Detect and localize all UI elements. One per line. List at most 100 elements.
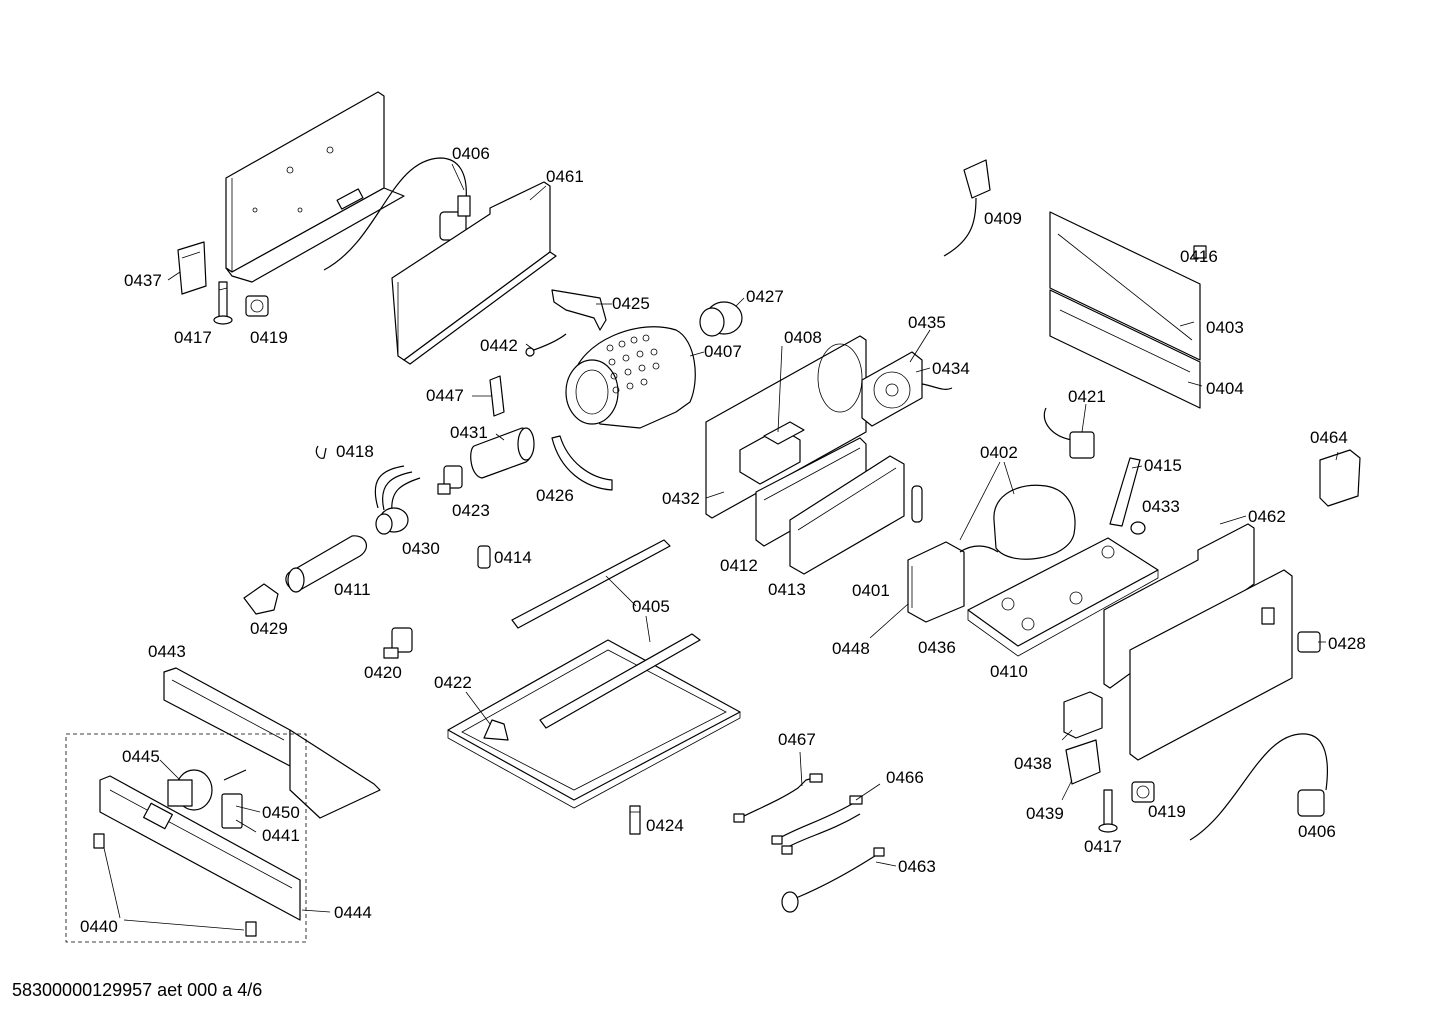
label-0418: 0418 [336, 442, 374, 461]
part-0410-side-panel [1129, 569, 1293, 761]
part-0431 [470, 427, 535, 479]
label-0448: 0448 [832, 639, 870, 658]
part-0420 [383, 627, 413, 659]
label-0436: 0436 [918, 638, 956, 657]
label-0447: 0447 [426, 386, 464, 405]
label-0417-left: 0417 [174, 328, 212, 347]
label-0421: 0421 [1068, 387, 1106, 406]
part-0405-strip [511, 539, 671, 629]
label-0430: 0430 [402, 539, 440, 558]
label-0440: 0440 [80, 917, 118, 936]
label-0462: 0462 [1248, 507, 1286, 526]
part-0426 [551, 435, 613, 491]
part-0447 [489, 375, 505, 417]
label-0407: 0407 [704, 342, 742, 361]
part-0464 [1319, 449, 1361, 507]
label-0424: 0424 [646, 816, 684, 835]
label-0432: 0432 [662, 489, 700, 508]
label-0443: 0443 [148, 642, 186, 661]
label-0437: 0437 [124, 271, 162, 290]
part-0463 [781, 847, 885, 913]
label-0463: 0463 [898, 857, 936, 876]
part-0441 [221, 793, 243, 829]
part-0416 [1193, 245, 1207, 259]
label-0406-left: 0406 [452, 144, 490, 163]
part-0427 [699, 301, 743, 337]
label-0405: 0405 [632, 597, 670, 616]
label-0439: 0439 [1026, 804, 1064, 823]
label-0419-right: 0419 [1148, 802, 1186, 821]
label-0420: 0420 [364, 663, 402, 682]
part-0430-wiring [374, 465, 421, 535]
part-0428 [1297, 631, 1321, 653]
label-0403: 0403 [1206, 318, 1244, 337]
label-0415: 0415 [1144, 456, 1182, 475]
label-0464: 0464 [1310, 428, 1348, 447]
label-0434: 0434 [932, 359, 970, 378]
part-0406-sensor-left [323, 157, 471, 271]
label-0423: 0423 [452, 501, 490, 520]
label-0404: 0404 [1206, 379, 1244, 398]
part-0403-panel [1049, 211, 1201, 361]
label-0427: 0427 [746, 287, 784, 306]
label-0444: 0444 [334, 903, 372, 922]
label-0461: 0461 [546, 167, 584, 186]
label-0466: 0466 [886, 768, 924, 787]
part-labels: 0406 0461 0437 0417 0419 0425 0427 0442 … [80, 144, 1366, 936]
part-0467 [733, 773, 823, 823]
label-0417-right: 0417 [1084, 837, 1122, 856]
part-0417-screw-right [1098, 789, 1118, 833]
label-0410: 0410 [990, 662, 1028, 681]
part-0411 [285, 535, 368, 593]
label-0413: 0413 [768, 580, 806, 599]
part-0423 [437, 465, 463, 495]
part-0404-panel [1049, 289, 1201, 409]
label-0442: 0442 [480, 336, 518, 355]
part-0409-power-cord [943, 159, 991, 257]
label-0402: 0402 [980, 443, 1018, 462]
part-0401 [911, 485, 923, 523]
part-0434-fan [861, 351, 953, 427]
label-0419-left: 0419 [250, 328, 288, 347]
part-0461 [391, 181, 557, 365]
label-0425: 0425 [612, 294, 650, 313]
part-0419-left [245, 295, 269, 317]
part-0438 [1063, 691, 1103, 739]
label-0467: 0467 [778, 730, 816, 749]
label-0406-right: 0406 [1298, 822, 1336, 841]
label-0422: 0422 [434, 673, 472, 692]
part-0402-compressor [959, 484, 1076, 560]
part-0429 [243, 583, 279, 615]
label-0435: 0435 [908, 313, 946, 332]
label-0438: 0438 [1014, 754, 1052, 773]
part-0405-frame [447, 633, 741, 809]
label-0416: 0416 [1180, 247, 1218, 266]
part-0407-fan-housing [565, 326, 696, 429]
part-0413 [789, 455, 905, 575]
part-0440-pads [93, 833, 257, 937]
part-group-outline [65, 733, 307, 943]
part-0425 [551, 289, 607, 331]
part-0424 [629, 805, 641, 835]
part-0419-right [1131, 781, 1155, 803]
part-upper-left-bracket [225, 91, 405, 283]
part-0439 [1065, 739, 1101, 785]
label-0445: 0445 [122, 747, 160, 766]
part-0445 [167, 769, 213, 811]
part-0444-grille [99, 775, 301, 921]
label-0441: 0441 [262, 826, 300, 845]
part-0417-screw-left [213, 281, 233, 325]
label-0426: 0426 [536, 486, 574, 505]
part-0436-base [967, 537, 1159, 657]
part-0415 [1109, 457, 1141, 527]
label-0450: 0450 [262, 803, 300, 822]
label-0428: 0428 [1328, 634, 1366, 653]
label-0412: 0412 [720, 556, 758, 575]
part-0414 [477, 545, 491, 569]
label-0429: 0429 [250, 619, 288, 638]
part-0450 [223, 769, 247, 781]
part-0433 [1130, 521, 1146, 535]
part-0422 [483, 719, 509, 741]
label-0401: 0401 [852, 581, 890, 600]
